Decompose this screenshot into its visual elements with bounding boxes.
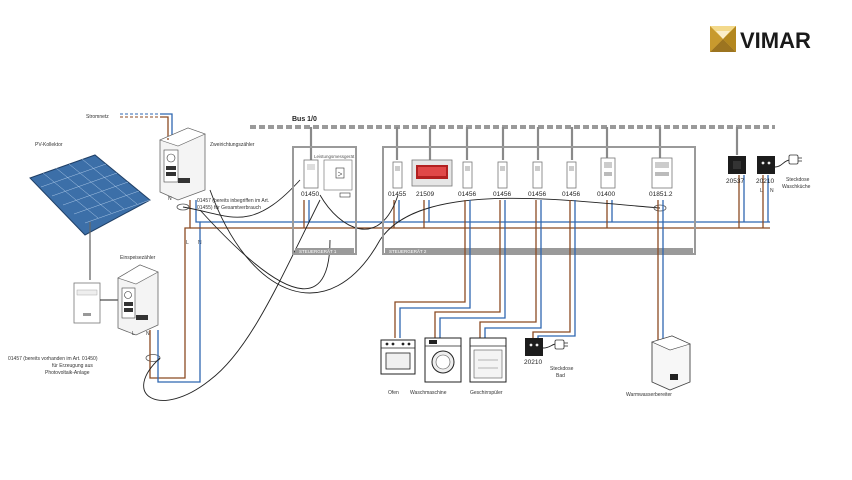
- inverter: [73, 282, 101, 324]
- water-heater-icon: [651, 335, 691, 391]
- note-bottom-line2: für Erzeugung aus: [52, 363, 93, 369]
- module-01400: [600, 157, 616, 189]
- socket-kitchen-line2: Waschküche: [782, 184, 811, 190]
- controller-1-frame: [292, 146, 357, 255]
- power-meter-module: Leistungsmessgerät: [303, 154, 355, 198]
- dishwasher-icon: [469, 337, 507, 383]
- plug-icon-kitchen: [774, 154, 802, 168]
- note-bottom-line3: Photovoltaik-Anlage: [45, 370, 90, 376]
- module-01456-d-label: 01456: [562, 191, 580, 198]
- bidirectional-meter-n-label: N: [168, 196, 172, 202]
- pv-panel: [29, 154, 151, 240]
- dishwasher-label: Geschirrspüler: [470, 390, 503, 396]
- feed-in-meter: [117, 264, 159, 336]
- bath-socket-line1: Steckdose: [550, 366, 574, 372]
- module-21509-label: 21509: [416, 191, 434, 198]
- module-01400-label: 01400: [597, 191, 615, 198]
- module-01455-label: 01455: [388, 191, 406, 198]
- module-01455: [392, 161, 403, 189]
- module-21509: [411, 159, 453, 187]
- module-01456-a: [462, 161, 473, 189]
- washer-label: Waschmaschine: [410, 390, 447, 396]
- device-20210: [757, 156, 775, 174]
- vimar-logo-icon: [710, 26, 736, 52]
- controller-1-label-bar: [295, 248, 354, 254]
- note-bottom-line1: 01457 (bereits vorhanden im Art. 01450): [8, 356, 98, 362]
- socket-kitchen-line1: Steckdose: [786, 177, 810, 183]
- module-01456-c-label: 01456: [528, 191, 546, 198]
- bidirectional-meter: [159, 127, 206, 201]
- module-01456-c: [532, 161, 543, 189]
- oven-icon: [380, 339, 416, 375]
- controller-2-label: STEUERGERÄT 2: [389, 248, 427, 254]
- module-01456-b: [497, 161, 508, 189]
- power-meter-inner-label: Leistungsmessgerät: [314, 154, 355, 159]
- feed-meter-label: Einspeisezähler: [120, 255, 156, 261]
- controller-1-article: 01450: [301, 191, 319, 198]
- appliance-feeds: [394, 200, 664, 340]
- vimar-logo: VIMAR: [710, 26, 811, 53]
- bus-drops: [309, 127, 739, 160]
- module-01851-2: [651, 157, 673, 189]
- ct-ring-total: [176, 203, 190, 211]
- right-n-label: N: [770, 188, 774, 194]
- right-l-label: L: [760, 188, 763, 194]
- note-top-line1: 01457 (bereits inbegriffen im Art.: [197, 198, 269, 204]
- bidirectional-meter-label: Zweirichtungszähler: [210, 142, 255, 148]
- device-20537: [728, 156, 746, 174]
- ct-ring-heater: [653, 204, 667, 212]
- controller-2-label-bar: [385, 248, 693, 254]
- device-20537-label: 20537: [726, 178, 744, 185]
- washing-machine-icon: [424, 337, 462, 383]
- main-wiring: [149, 138, 770, 383]
- trunk-l-label: L: [186, 240, 189, 246]
- note-top-line2: 01455) für Gesamtverbrauch: [197, 205, 261, 211]
- bus-label: Bus 1/0: [292, 116, 317, 123]
- device-20210-bath-label: 20210: [524, 359, 542, 366]
- bath-socket-line2: Bad: [556, 373, 565, 379]
- module-01456-b-label: 01456: [493, 191, 511, 198]
- device-20210-bath: [525, 338, 543, 356]
- plug-icon-bath: [542, 339, 568, 350]
- controller-1-label: STEUERGERÄT 1: [299, 248, 337, 254]
- module-01456-a-label: 01456: [458, 191, 476, 198]
- water-heater-label: Warmwasserbereiter: [626, 392, 672, 398]
- module-01456-d: [566, 161, 577, 189]
- module-01851-2-label: 01851.2: [649, 191, 673, 198]
- pv-label: PV-Kollektor: [35, 142, 63, 148]
- vimar-logo-text: VIMAR: [740, 28, 811, 53]
- feed-meter-n-label: N: [146, 331, 150, 337]
- sensor-cables: [143, 179, 661, 401]
- device-20210-label: 20210: [756, 178, 774, 185]
- oven-label: Ofen: [388, 390, 399, 396]
- feed-meter-l-label: L: [132, 331, 135, 337]
- grid-label: Stromnetz: [86, 114, 109, 120]
